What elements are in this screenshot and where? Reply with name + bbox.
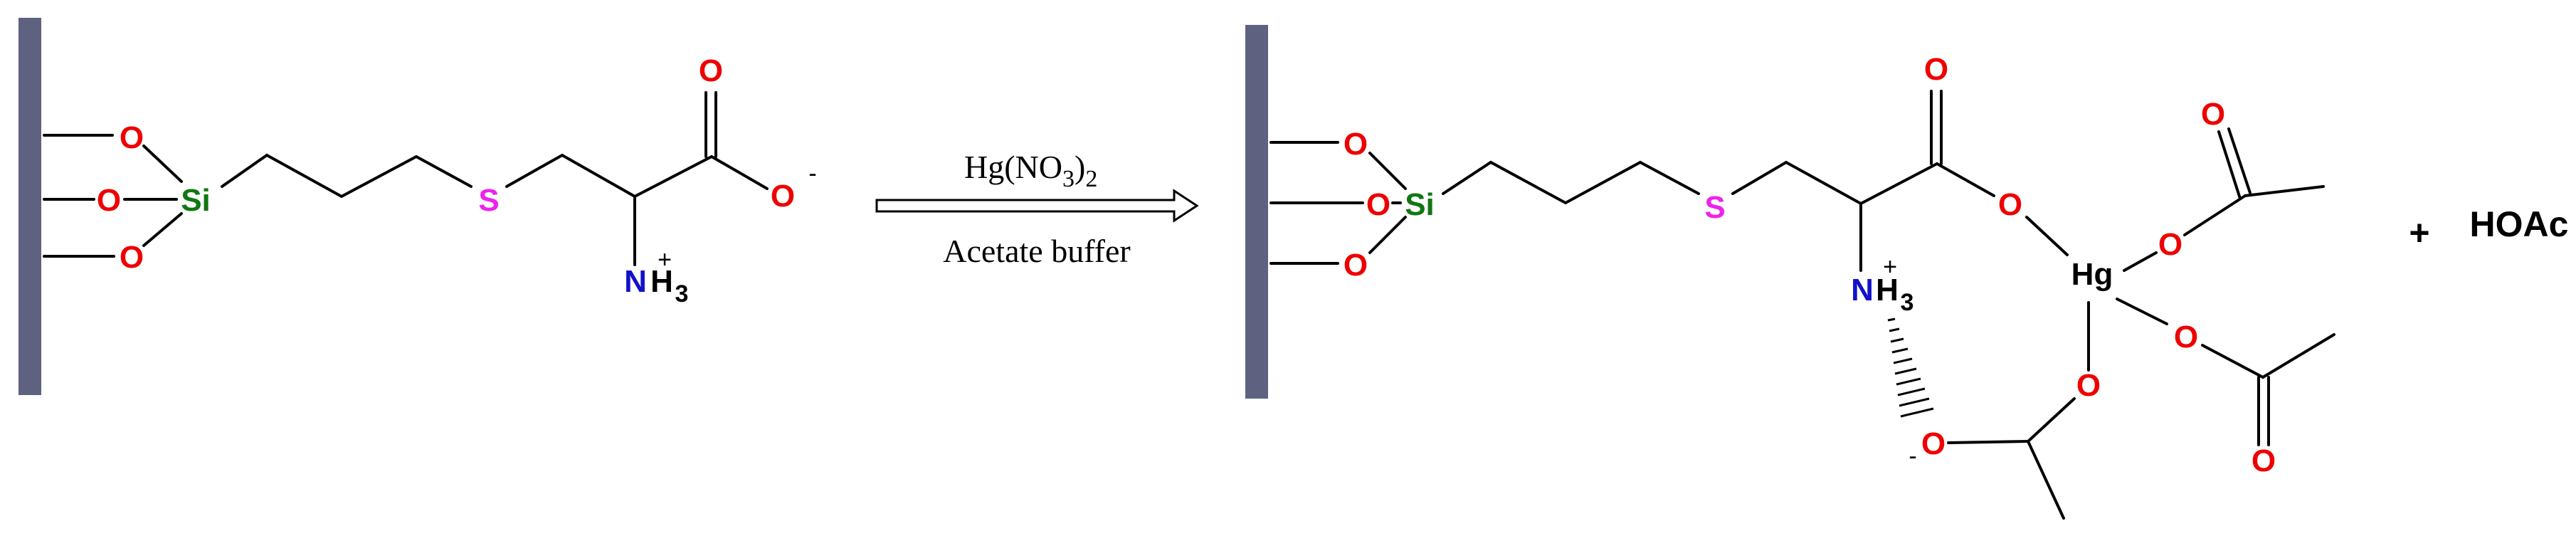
reactant-structure: O O O Si S O O - N H 3 + bbox=[19, 18, 817, 395]
negative-charge: - bbox=[808, 160, 816, 187]
hydrogen-atom: H bbox=[1876, 273, 1899, 308]
positive-charge: + bbox=[658, 246, 672, 273]
oxygen-atom: O bbox=[2174, 320, 2198, 354]
silica-surface-right bbox=[1245, 25, 1268, 399]
hydrogen-count: 3 bbox=[1901, 289, 1914, 316]
bond bbox=[1936, 162, 1995, 197]
silica-surface-left bbox=[19, 18, 41, 395]
sulfur-atom: S bbox=[1704, 190, 1725, 225]
hydrogen-count: 3 bbox=[675, 280, 689, 308]
oxygen-atom: O bbox=[1344, 127, 1368, 162]
oxygen-atom: O bbox=[120, 120, 144, 155]
condition-label: Acetate buffer bbox=[943, 233, 1131, 269]
sulfur-atom: S bbox=[478, 183, 499, 218]
bond bbox=[1368, 152, 1407, 190]
bond bbox=[2227, 127, 2252, 194]
ester-oxygen-atom: O bbox=[1998, 187, 2022, 222]
plus-sign: + bbox=[2409, 213, 2429, 253]
bond bbox=[2183, 194, 2247, 236]
oxygen-atom: O bbox=[2076, 368, 2101, 403]
oxygen-atom: O bbox=[1366, 187, 1390, 222]
bond bbox=[1368, 216, 1407, 254]
carbonyl-oxygen-atom: O bbox=[2252, 443, 2276, 478]
oxygen-atom: O bbox=[97, 183, 121, 218]
propyl-chain bbox=[1442, 160, 1700, 205]
oxygen-atom: O bbox=[2158, 227, 2182, 262]
bond bbox=[2027, 397, 2076, 443]
hydrogen-bond bbox=[1887, 317, 1934, 418]
bond bbox=[710, 155, 769, 190]
silicon-atom: Si bbox=[181, 183, 211, 218]
reaction-arrow-group: Hg(NO3)2 Acetate buffer bbox=[875, 149, 1199, 269]
bond bbox=[2116, 298, 2168, 325]
positive-charge: + bbox=[1883, 253, 1897, 280]
bond bbox=[2201, 344, 2264, 379]
bond bbox=[142, 212, 183, 247]
reagent-label: Hg(NO3)2 bbox=[964, 149, 1097, 192]
cysteine-backbone bbox=[505, 153, 713, 199]
bond bbox=[2123, 251, 2158, 272]
negative-charge: - bbox=[1909, 443, 1916, 470]
byproduct-label: HOAc bbox=[2470, 204, 2569, 244]
hydrogen-atom: H bbox=[650, 264, 673, 299]
bond bbox=[142, 144, 183, 183]
bond bbox=[2244, 185, 2325, 197]
bond bbox=[2217, 130, 2242, 200]
carbonyl-oxygen-atom: O bbox=[699, 53, 723, 88]
bond bbox=[2027, 440, 2065, 520]
bond bbox=[2025, 216, 2069, 256]
cysteine-backbone bbox=[1731, 160, 1938, 206]
nitrogen-atom: N bbox=[624, 264, 647, 299]
bond bbox=[2261, 333, 2335, 379]
oxygen-atom: O bbox=[1344, 248, 1368, 283]
silicon-atom: Si bbox=[1405, 187, 1435, 222]
mercury-atom: Hg bbox=[2071, 257, 2113, 292]
bond bbox=[1947, 440, 2029, 444]
propyl-chain bbox=[221, 153, 473, 199]
reaction-arrow bbox=[875, 189, 1199, 223]
carbonyl-oxygen-atom: O bbox=[2201, 97, 2225, 132]
carboxylate-oxygen-atom: O bbox=[771, 179, 795, 214]
product-structure: O O O Si S O O N H 3 + Hg O O O O O O - bbox=[1245, 25, 2335, 520]
byproduct-group: + HOAc bbox=[2409, 204, 2568, 253]
nitrogen-atom: N bbox=[1851, 273, 1874, 308]
carbonyl-oxygen-atom: O bbox=[1924, 52, 1948, 87]
anionic-oxygen-atom: O bbox=[1921, 426, 1946, 461]
oxygen-atom: O bbox=[120, 240, 144, 275]
